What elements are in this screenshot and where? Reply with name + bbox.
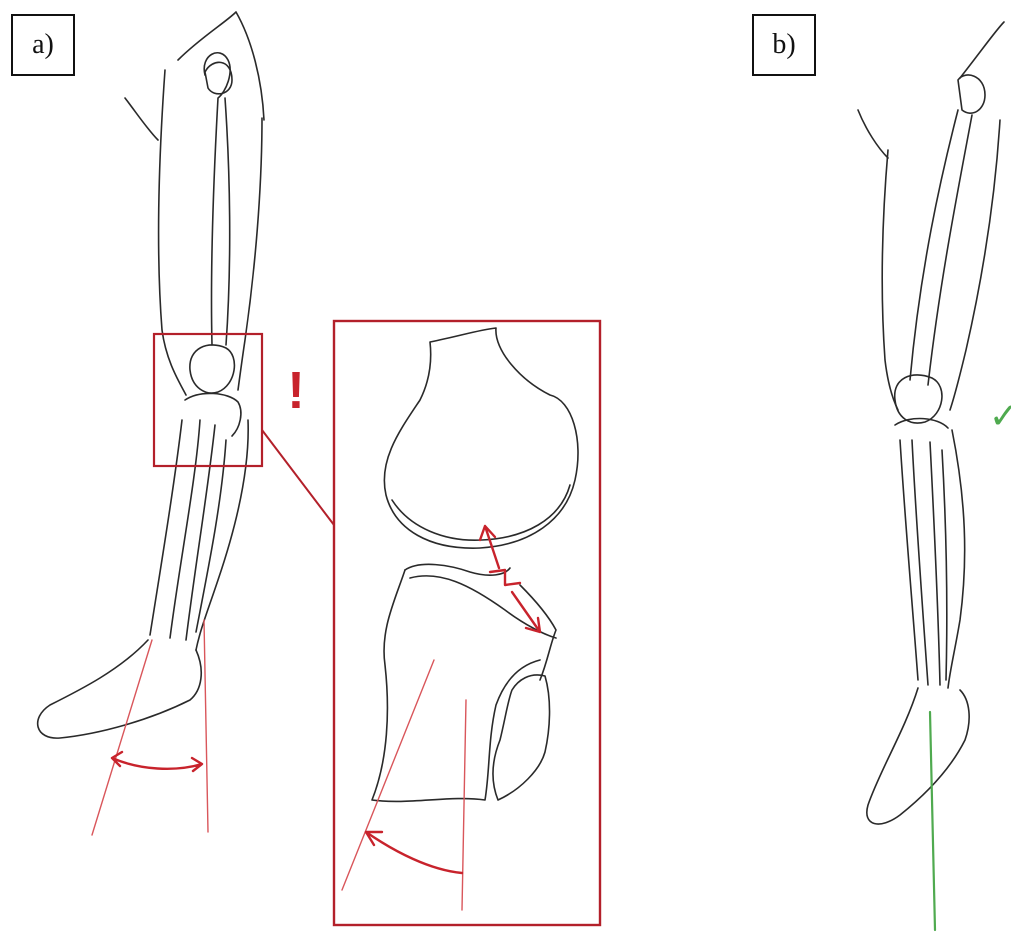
angle-line-2	[204, 620, 208, 832]
fibula-b	[942, 450, 947, 680]
angle-arc-arrow-a	[112, 752, 202, 771]
panel-b-label-text: b)	[772, 29, 795, 61]
knee-tibia-top-a	[185, 393, 241, 436]
femur	[204, 53, 230, 345]
panel-a-label: a)	[11, 14, 75, 76]
alignment-line-b	[930, 712, 935, 930]
callout-connector	[262, 430, 334, 525]
hip-outline	[125, 12, 264, 140]
panel-a-label-text: a)	[32, 29, 54, 61]
angle-line-1	[92, 640, 152, 835]
knee-detail-callout	[334, 321, 600, 925]
check-mark: ✓	[989, 396, 1011, 437]
panel-b-leg-drawing	[858, 22, 1004, 930]
foot-b	[867, 688, 969, 824]
knee-joint-a	[190, 345, 235, 393]
thigh-outer-b	[882, 150, 898, 410]
femoral-head	[205, 62, 232, 93]
hip-outline-b	[858, 22, 1004, 158]
knee-highlight-box	[154, 334, 262, 466]
thigh-inner-b	[950, 120, 1000, 410]
thigh-inner-line	[238, 118, 262, 390]
panel-b-label: b)	[752, 14, 816, 76]
femur-b	[910, 75, 985, 385]
callout-frame	[334, 321, 600, 925]
calf-a	[196, 420, 248, 650]
shin-outer-b	[900, 440, 918, 680]
warning-mark: !	[287, 362, 304, 420]
thigh-outer-line	[159, 70, 186, 395]
panel-a-leg-drawing	[38, 12, 334, 835]
knee-joint-b	[895, 375, 942, 423]
calf-b	[948, 430, 965, 688]
foot-a	[38, 640, 202, 738]
